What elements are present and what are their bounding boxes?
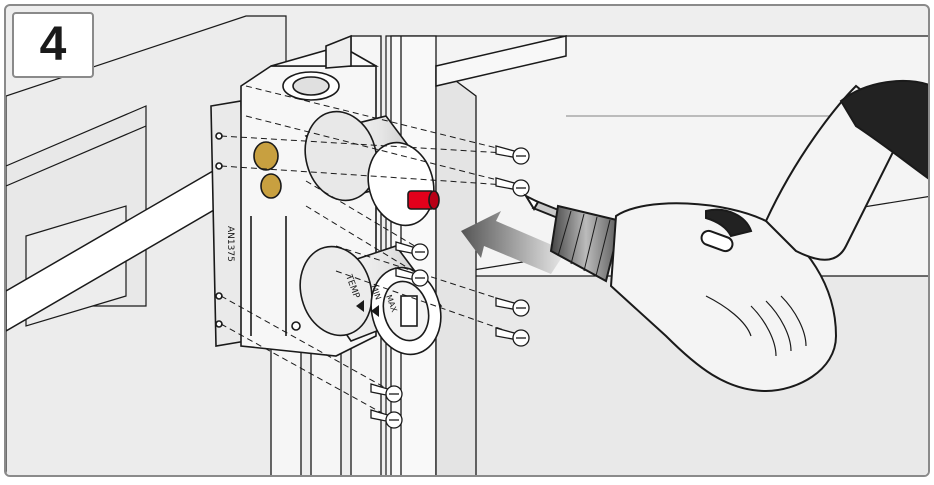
screw-4 (395, 267, 429, 287)
thermostat-cylinder (304, 110, 440, 227)
cordless-drill (523, 80, 928, 393)
screw-5 (495, 297, 530, 317)
screw-6 (495, 327, 530, 347)
screw-7 (370, 383, 403, 403)
push-arrow (461, 211, 566, 274)
screw-1 (495, 145, 530, 165)
step-number-badge: 4 (12, 12, 94, 78)
screw-3 (395, 241, 429, 261)
screw-8 (370, 409, 403, 429)
screws (370, 145, 530, 429)
installation-illustration: TEMP MIN MAX AN1375 (6, 15, 928, 475)
screw-2 (495, 177, 530, 197)
red-protective-cap (407, 190, 440, 210)
alignment-lines (220, 85, 522, 419)
box-label: AN1375 (225, 226, 235, 262)
instruction-frame: TEMP MIN MAX AN1375 (4, 4, 930, 477)
step-number: 4 (39, 18, 67, 71)
